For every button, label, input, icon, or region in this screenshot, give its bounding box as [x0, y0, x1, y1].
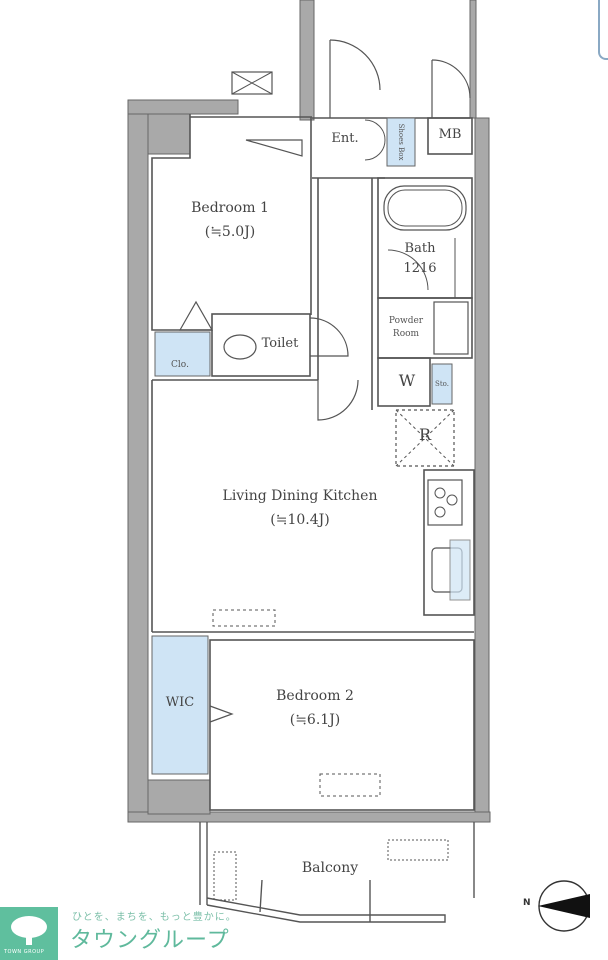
mb-door-arc — [431, 59, 471, 99]
ac-unit — [245, 139, 303, 157]
wic-door — [209, 705, 234, 723]
toilet-bowl — [223, 334, 257, 360]
bath-size: 1216 — [403, 261, 437, 276]
powder-label-1: Powder — [388, 316, 424, 326]
ldk-label: Living Dining Kitchen — [222, 488, 378, 504]
company-logo — [0, 907, 58, 960]
bedroom2-area: (≒6.1J) — [289, 712, 341, 728]
wall-bottom — [127, 811, 491, 823]
toilet-room — [211, 313, 311, 377]
wall-top-right — [469, 0, 477, 119]
sink-blue — [449, 539, 471, 601]
north-label: N — [523, 898, 531, 908]
entrance-label: Ent. — [331, 131, 359, 146]
closet-fill — [154, 331, 211, 377]
powder-label-2: Room — [392, 329, 420, 339]
bedroom2-label: Bedroom 2 — [276, 688, 354, 704]
bedroom1-label: Bedroom 1 — [191, 200, 269, 216]
wall-corner-sw — [147, 779, 211, 815]
refrigerator-label: R — [418, 425, 432, 444]
outer-walls — [127, 0, 491, 823]
washer-area — [377, 357, 431, 407]
mb-box — [427, 117, 473, 155]
compass-arrow-icon — [538, 894, 590, 918]
closet-label: Clo. — [171, 360, 189, 370]
bath-label: Bath — [404, 241, 436, 256]
ldk-area: (≒10.4J) — [270, 512, 330, 528]
powder-room — [377, 297, 473, 359]
company-tagline: ひとを、まちを、もっと豊かに。 — [72, 912, 237, 923]
balcony-label: Balcony — [301, 860, 359, 876]
compass — [538, 880, 590, 932]
bedroom1-outline — [151, 114, 212, 331]
wall-top-ent — [299, 0, 315, 121]
kitchen-counter — [423, 469, 475, 616]
vent-window — [231, 71, 273, 95]
bathtub — [383, 185, 467, 231]
wic-label: WIC — [165, 695, 195, 710]
wall-left — [127, 99, 149, 821]
toilet-label: Toilet — [261, 336, 299, 351]
toilet-door-arc — [309, 317, 349, 357]
ldk-ac — [212, 609, 276, 627]
ent-door-arc — [329, 39, 381, 91]
storage-fill — [431, 363, 453, 405]
wic-fill — [151, 635, 209, 775]
bedroom1-area: (≒5.0J) — [204, 224, 256, 240]
wall-corner-nw — [147, 113, 191, 155]
storage-label: Sto. — [435, 380, 449, 388]
ldk-door-arc — [317, 379, 359, 421]
corner-tab — [598, 0, 608, 60]
shoes-box-label: Shoes Box — [397, 123, 406, 161]
tree-icon — [11, 916, 47, 945]
balcony-unit — [213, 851, 237, 901]
wall-right — [474, 117, 490, 821]
refrigerator-space — [395, 409, 455, 467]
washer-label: W — [398, 371, 416, 390]
shoes-box-fill — [386, 117, 416, 167]
mb-label: MB — [438, 127, 462, 142]
balcony-rail — [206, 897, 446, 923]
wall-top-left — [127, 99, 239, 115]
bedroom2-ac — [319, 773, 381, 797]
stove — [427, 479, 463, 526]
storage-areas — [151, 117, 471, 775]
bedroom2-outline — [209, 639, 475, 811]
company-name: タウングループ — [70, 928, 230, 953]
logo-subtext: TOWN GROUP — [4, 949, 45, 955]
